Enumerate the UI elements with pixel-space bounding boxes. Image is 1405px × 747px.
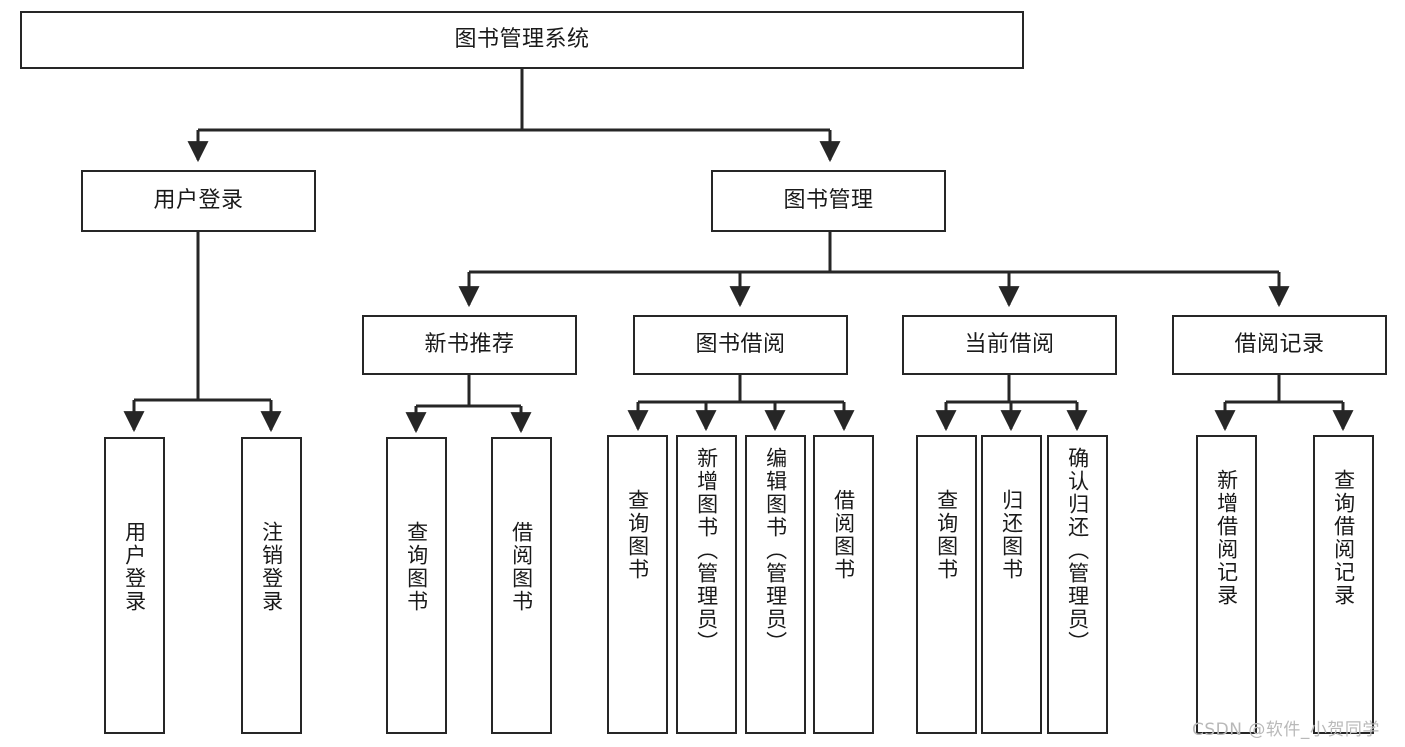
- leaf-user-login-signin[interactable]: 用户登录: [104, 437, 165, 734]
- node-current-borrow[interactable]: 当前借阅: [902, 315, 1117, 375]
- leaf-book-borrow-add[interactable]: 新增图书（管理员）: [676, 435, 737, 734]
- leaf-new-book-query[interactable]: 查询图书: [386, 437, 447, 734]
- node-user-login-label: 用户登录: [153, 188, 244, 214]
- leaf-new-book-borrow-label: 借阅图书: [509, 521, 534, 613]
- leaf-borrow-record-add[interactable]: 新增借阅记录: [1196, 435, 1257, 734]
- leaf-new-book-borrow[interactable]: 借阅图书: [491, 437, 552, 734]
- node-new-book-recommend[interactable]: 新书推荐: [362, 315, 577, 375]
- node-root-label: 图书管理系统: [454, 27, 590, 53]
- node-book-management-label: 图书管理: [783, 188, 874, 214]
- leaf-user-login-signout-label: 注销登录: [259, 521, 284, 613]
- node-current-borrow-label: 当前借阅: [964, 332, 1055, 358]
- leaf-new-book-query-label: 查询图书: [404, 521, 429, 613]
- node-root[interactable]: 图书管理系统: [20, 11, 1024, 69]
- leaf-book-borrow-add-label: 新增图书（管理员）: [694, 447, 719, 654]
- leaf-book-borrow-edit[interactable]: 编辑图书（管理员）: [745, 435, 806, 734]
- leaf-book-borrow-query-label: 查询图书: [625, 489, 650, 581]
- leaf-book-borrow-edit-label: 编辑图书（管理员）: [763, 447, 788, 654]
- leaf-book-borrow-borrow[interactable]: 借阅图书: [813, 435, 874, 734]
- node-borrow-record[interactable]: 借阅记录: [1172, 315, 1387, 375]
- leaf-borrow-record-query-label: 查询借阅记录: [1331, 469, 1356, 607]
- node-user-login[interactable]: 用户登录: [81, 170, 316, 232]
- leaf-current-borrow-confirm[interactable]: 确认归还（管理员）: [1047, 435, 1108, 734]
- node-book-borrow-label: 图书借阅: [695, 332, 786, 358]
- leaf-user-login-signin-label: 用户登录: [122, 521, 147, 613]
- leaf-user-login-signout[interactable]: 注销登录: [241, 437, 302, 734]
- leaf-borrow-record-query[interactable]: 查询借阅记录: [1313, 435, 1374, 734]
- leaf-current-borrow-return[interactable]: 归还图书: [981, 435, 1042, 734]
- leaf-current-borrow-query[interactable]: 查询图书: [916, 435, 977, 734]
- node-new-book-recommend-label: 新书推荐: [424, 332, 515, 358]
- csdn-watermark: CSDN @软件_小贺同学: [1192, 720, 1380, 740]
- leaf-current-borrow-return-label: 归还图书: [999, 489, 1024, 581]
- node-borrow-record-label: 借阅记录: [1234, 332, 1325, 358]
- leaf-current-borrow-query-label: 查询图书: [934, 489, 959, 581]
- leaf-current-borrow-confirm-label: 确认归还（管理员）: [1065, 447, 1090, 654]
- leaf-book-borrow-borrow-label: 借阅图书: [831, 489, 856, 581]
- node-book-borrow[interactable]: 图书借阅: [633, 315, 848, 375]
- node-book-management[interactable]: 图书管理: [711, 170, 946, 232]
- leaf-book-borrow-query[interactable]: 查询图书: [607, 435, 668, 734]
- leaf-borrow-record-add-label: 新增借阅记录: [1214, 469, 1239, 607]
